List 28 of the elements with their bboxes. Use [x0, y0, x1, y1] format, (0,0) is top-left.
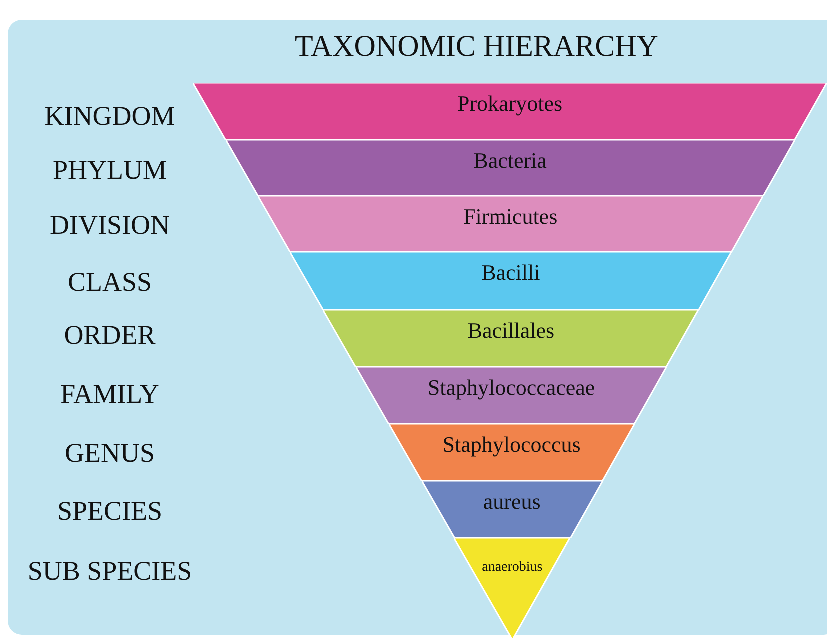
band-label: Prokaryotes	[456, 91, 564, 117]
rank-label: SUB SPECIES	[26, 556, 194, 587]
pyramid-band	[323, 310, 700, 367]
band-label: aureus	[482, 489, 542, 515]
pyramid-band	[388, 424, 635, 481]
band-label: Firmicutes	[462, 204, 559, 230]
band-label: Staphylococcaceae	[426, 375, 596, 401]
rank-label: FAMILY	[60, 379, 160, 410]
band-label: Bacteria	[472, 148, 548, 174]
diagram-title: TAXONOMIC HIERARCHY	[295, 30, 658, 64]
pyramid-band	[454, 538, 570, 640]
rank-label: ORDER	[63, 320, 157, 351]
rank-label: DIVISION	[49, 210, 171, 241]
rank-label: PHYLUM	[52, 155, 168, 186]
pyramid-band	[422, 481, 603, 538]
pyramid-band	[226, 140, 795, 196]
rank-label: SPECIES	[56, 496, 164, 527]
rank-label: GENUS	[64, 438, 156, 469]
pyramid-band	[258, 196, 764, 252]
band-label: Staphylococcus	[442, 432, 582, 458]
pyramid-band	[356, 367, 667, 424]
band-label: anaerobius	[481, 560, 544, 576]
band-label: Bacillales	[466, 318, 556, 344]
pyramid-band	[193, 83, 827, 140]
rank-label: KINGDOM	[44, 101, 176, 132]
pyramid-band	[290, 252, 732, 310]
rank-label: CLASS	[66, 267, 154, 298]
band-label: Bacilli	[480, 260, 542, 286]
